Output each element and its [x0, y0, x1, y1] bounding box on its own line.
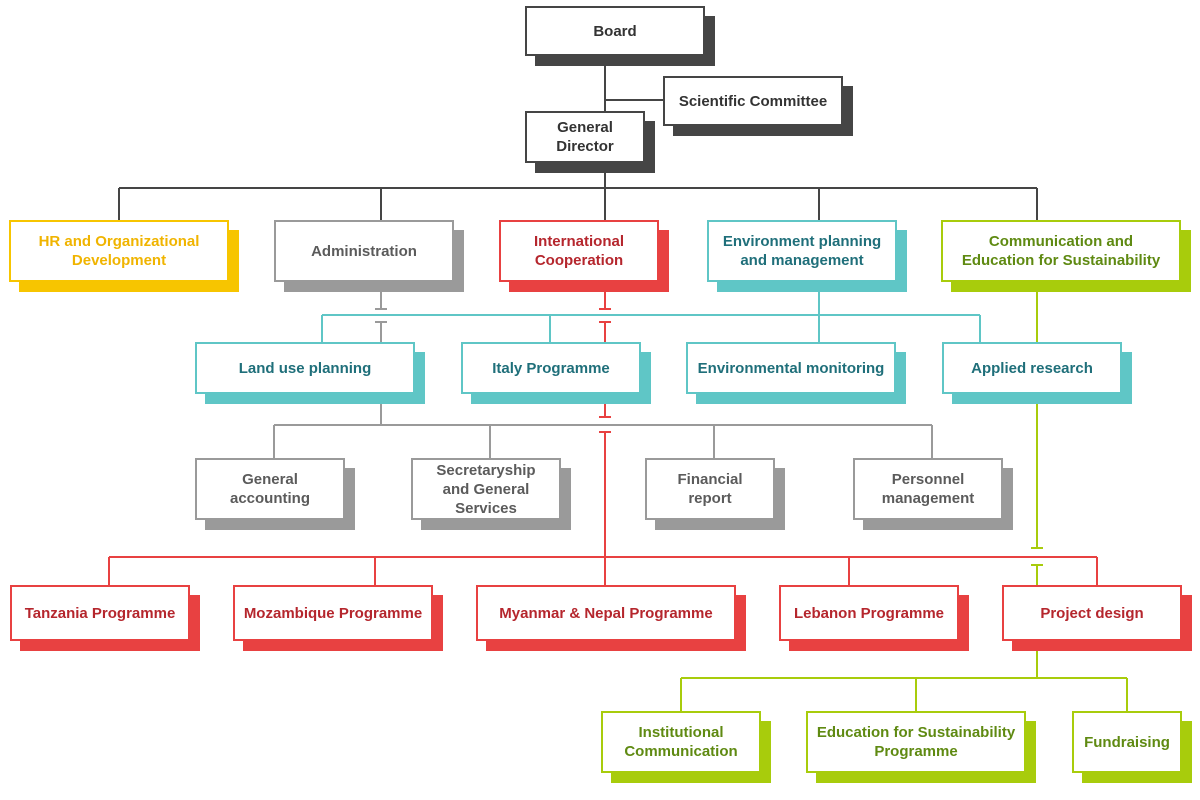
node-env-monitoring: Environmental monitoring: [686, 342, 896, 394]
node-international-cooperation: International Cooperation: [499, 220, 659, 282]
node-institutional-comm-label: Institutional Communication: [624, 724, 738, 760]
node-env-monitoring-label: Environmental monitoring: [697, 359, 885, 377]
node-general-accounting-label: General accounting: [229, 471, 310, 507]
node-scientific-committee: Scientific Committee: [663, 76, 843, 126]
node-administration: Administration: [274, 220, 454, 282]
node-applied-research-label: Applied research: [971, 359, 1093, 377]
node-lebanon: Lebanon Programme: [779, 585, 959, 641]
node-land-use-label: Land use planning: [238, 359, 372, 377]
node-tanzania: Tanzania Programme: [10, 585, 190, 641]
node-hr: HR and Organizational Development: [9, 220, 229, 282]
node-fundraising: Fundraising: [1072, 711, 1182, 773]
node-board: Board: [525, 6, 705, 56]
node-italy: Italy Programme: [461, 342, 641, 394]
node-project-design-label: Project design: [1040, 604, 1144, 622]
node-lebanon-label: Lebanon Programme: [793, 604, 945, 622]
node-communication-education-label: Communication and Education for Sustaina…: [961, 233, 1161, 269]
node-mozambique-label: Mozambique Programme: [243, 604, 423, 622]
node-administration-label: Administration: [311, 242, 417, 260]
node-environment-planning-label: Environment planning and management: [722, 233, 882, 269]
node-financial-report-label: Financial report: [677, 471, 743, 507]
node-tanzania-label: Tanzania Programme: [24, 604, 176, 622]
node-applied-research: Applied research: [942, 342, 1122, 394]
node-personnel-label: Personnel management: [881, 471, 975, 507]
node-mozambique: Mozambique Programme: [233, 585, 433, 641]
node-international-cooperation-label: International Cooperation: [533, 233, 624, 269]
node-financial-report: Financial report: [645, 458, 775, 520]
node-fundraising-label: Fundraising: [1084, 733, 1170, 751]
node-secretaryship: Secretaryship and General Services: [411, 458, 561, 520]
node-myanmar-nepal: Myanmar & Nepal Programme: [476, 585, 736, 641]
node-italy-label: Italy Programme: [492, 359, 610, 377]
node-land-use: Land use planning: [195, 342, 415, 394]
node-institutional-comm: Institutional Communication: [601, 711, 761, 773]
node-project-design: Project design: [1002, 585, 1182, 641]
node-scientific-committee-label: Scientific Committee: [678, 92, 828, 110]
node-personnel: Personnel management: [853, 458, 1003, 520]
node-communication-education: Communication and Education for Sustaina…: [941, 220, 1181, 282]
node-myanmar-nepal-label: Myanmar & Nepal Programme: [499, 604, 713, 622]
node-general-director: General Director: [525, 111, 645, 163]
node-hr-label: HR and Organizational Development: [38, 233, 200, 269]
node-education-programme: Education for Sustainability Programme: [806, 711, 1026, 773]
node-environment-planning: Environment planning and management: [707, 220, 897, 282]
node-general-director-label: General Director: [556, 119, 614, 155]
node-secretaryship-label: Secretaryship and General Services: [436, 461, 536, 517]
node-education-programme-label: Education for Sustainability Programme: [816, 724, 1016, 760]
node-general-accounting: General accounting: [195, 458, 345, 520]
node-board-label: Board: [593, 22, 637, 40]
